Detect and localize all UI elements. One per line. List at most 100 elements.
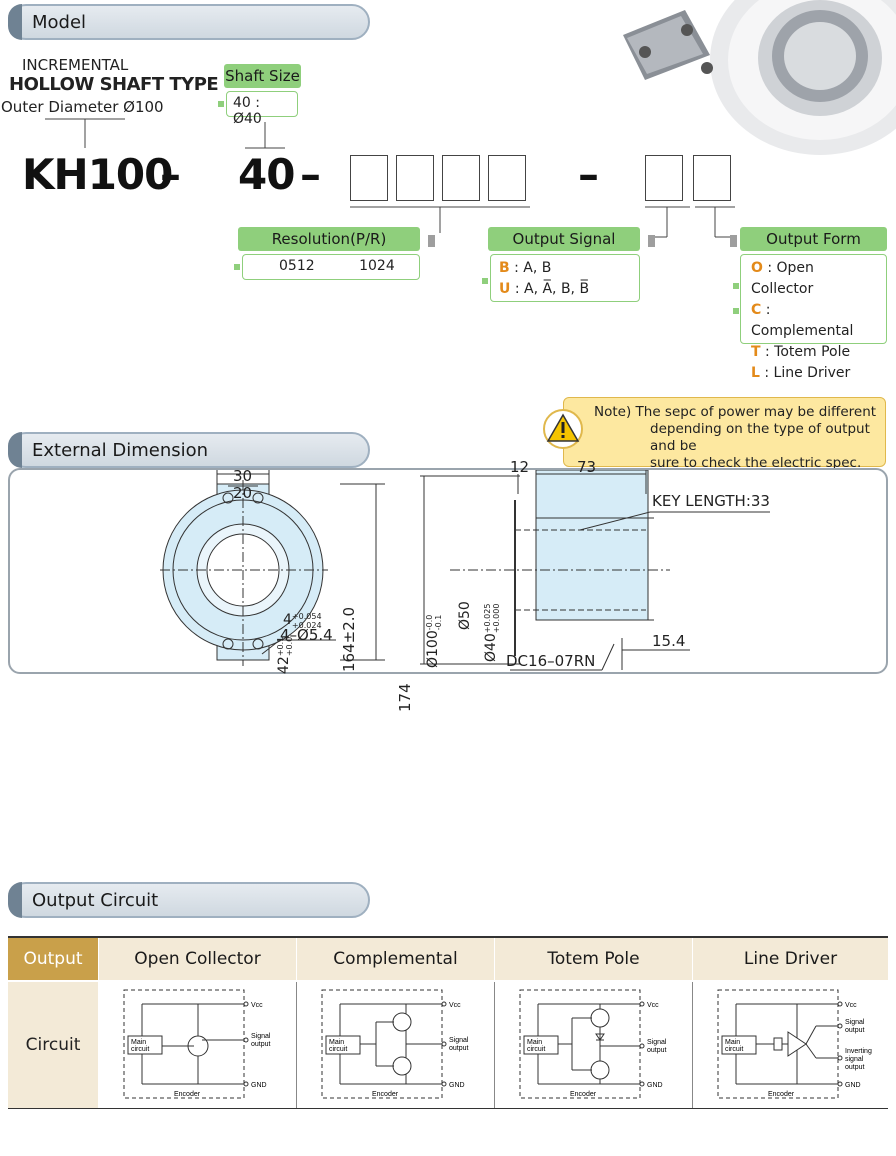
label-main: Main (725, 1039, 740, 1046)
code-dash-1: – (160, 150, 181, 199)
col-head-label: Complemental (333, 949, 458, 969)
col-head-line-driver: Line Driver (692, 938, 888, 980)
output-signal-head-label: Output Signal (512, 230, 616, 248)
cell-divider (692, 982, 693, 1108)
signal-text: : A, A̅, B, B̅ (514, 281, 590, 297)
note-line1: Note) The sepc of power may be different (594, 404, 877, 420)
label-gnd: GND (449, 1082, 465, 1089)
col-head-output-label: Output (23, 949, 83, 969)
dim-4-value: 4 (283, 612, 292, 628)
bullet (234, 264, 240, 270)
output-form-head-label: Output Form (766, 230, 861, 248)
code-dash-2: – (300, 150, 321, 199)
dim-12: 12 (510, 458, 530, 476)
label-output: output (845, 1027, 865, 1034)
col-head-label: Totem Pole (547, 949, 640, 969)
type-leader (45, 118, 125, 148)
circuit-line-driver: Vcc GND Signal output Inverting signal o… (717, 989, 872, 1099)
section-tab-model: Model (8, 4, 370, 40)
product-photo (623, 0, 896, 155)
form-text: : Complemental (751, 302, 854, 339)
form-code: L (751, 365, 760, 381)
row-label-circuit: Circuit (8, 982, 98, 1108)
resolution-head: Resolution(P/R) (238, 227, 420, 251)
shaft-size-box: 40 : Ø40 (226, 91, 298, 127)
form-item-c: C : Complemental (751, 300, 876, 342)
dim-30: 30 (233, 467, 253, 485)
shaft-size-value: 40 : Ø40 (233, 95, 262, 127)
note-line3: sure to check the electric spec. (650, 455, 862, 471)
dim-4-tol-up: +0.054 (291, 612, 322, 621)
shaft-size-head: Shaft Size (224, 64, 301, 88)
code-shaft: 40 (238, 150, 295, 199)
output-signal-head: Output Signal (488, 227, 640, 251)
code-box-6 (693, 155, 731, 201)
dim-73: 73 (577, 458, 597, 476)
dim-174: 174 (396, 683, 414, 712)
form-text: : Open Collector (751, 260, 814, 297)
cell-divider (296, 982, 297, 1108)
section-title: Model (32, 11, 87, 33)
bullet-gray (648, 235, 655, 247)
label-main: Main (329, 1039, 344, 1046)
code-box-2 (396, 155, 434, 201)
bullet (482, 278, 488, 284)
shaft-size-head-label: Shaft Size (225, 67, 300, 85)
bullet-gray (730, 235, 737, 247)
label-circuit: circuit (131, 1046, 149, 1053)
form-item-o: O : Open Collector (751, 258, 876, 300)
bullet (218, 101, 224, 107)
code-dash-3: – (578, 150, 599, 199)
circuit-table: Output Open Collector Complemental Totem… (8, 936, 888, 1156)
code-model: KH100 (22, 150, 173, 199)
code-box-4 (488, 155, 526, 201)
resolution-box: 0512 1024 (242, 254, 420, 280)
section-title: Output Circuit (32, 889, 159, 911)
type-line1: INCREMENTAL (22, 56, 129, 74)
signal-text: : A, B (514, 260, 552, 276)
resolution-value-0512: 0512 (279, 258, 315, 274)
label-circuit: circuit (527, 1046, 545, 1053)
dim-100-tol-up: -0.0 (425, 614, 434, 631)
label-vcc: Vcc (845, 1002, 857, 1009)
row-bottom-line (8, 1108, 888, 1109)
dim-15-4: 15.4 (652, 632, 686, 650)
col-head-label: Line Driver (743, 949, 838, 969)
output-form-head: Output Form (740, 227, 887, 251)
signal-item-u: U : A, A̅, B, B̅ (499, 279, 631, 300)
label-encoder: Encoder (768, 1091, 795, 1098)
col-head-complemental: Complemental (296, 938, 494, 980)
code-box-1 (350, 155, 388, 201)
type-line3: Outer Diameter Ø100 (1, 98, 164, 116)
form-item-t: T : Totem Pole (751, 342, 876, 363)
label-circuit: circuit (725, 1046, 743, 1053)
dim-connector: DC16–07RN (506, 652, 596, 670)
dim-key: KEY LENGTH:33 (652, 492, 770, 510)
bullet-gray (428, 235, 435, 247)
code-box-5 (645, 155, 683, 201)
cell-divider (494, 982, 495, 1108)
dim-20: 20 (233, 484, 253, 502)
form-text: : Line Driver (764, 365, 851, 381)
circuit-totem-pole: Vcc GND Signal output Main circuit Encod… (519, 989, 667, 1099)
label-gnd: GND (845, 1082, 861, 1089)
form-code: C (751, 302, 762, 318)
label-gnd: GND (251, 1082, 267, 1089)
note-line2: depending on the type of output and be (650, 421, 870, 454)
section-title: External Dimension (32, 439, 209, 461)
label-vcc: Vcc (647, 1002, 659, 1009)
label-signal: Signal (845, 1019, 865, 1026)
dim-40: Ø40+0.025+0.000 (483, 604, 501, 662)
label-output2: output (845, 1064, 865, 1071)
label-signal2: signal (845, 1056, 864, 1063)
dim-100-value: Ø100 (425, 630, 441, 668)
label-main: Main (527, 1039, 542, 1046)
warning-icon (543, 409, 583, 449)
label-main: Main (131, 1039, 146, 1046)
dim-164: 164±2.0 (340, 606, 358, 672)
dim-50: Ø50 (457, 601, 473, 630)
label-output: output (647, 1047, 667, 1054)
signal-code: B (499, 260, 510, 276)
label-vcc: Vcc (251, 1002, 263, 1009)
form-code: O (751, 260, 763, 276)
